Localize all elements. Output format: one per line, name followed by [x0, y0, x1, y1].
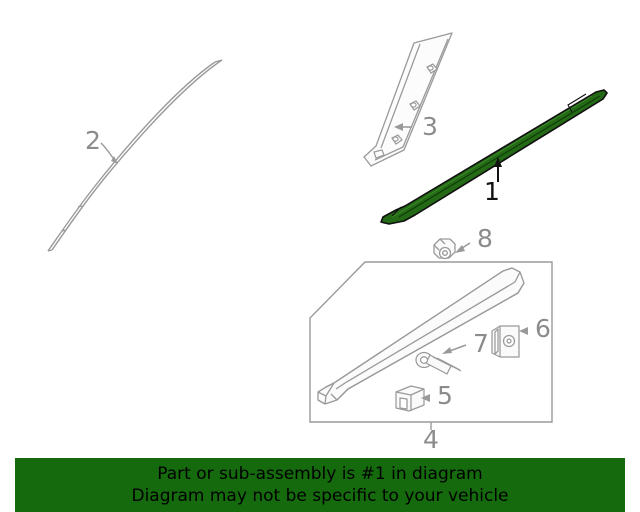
notice-line-secondary: Diagram may not be specific to your vehi… [131, 486, 509, 506]
notice-line-primary: Part or sub-assembly is #1 in diagram [157, 464, 483, 484]
diagram-notice-banner: Part or sub-assembly is #1 in diagram Di… [15, 458, 625, 512]
part-7-screw [415, 351, 462, 375]
part-7-arrowhead [442, 347, 452, 354]
part-3-pillar-trim-strip [363, 32, 453, 167]
part-2-roof-drip-molding [47, 59, 223, 252]
part-5-arrowhead [421, 394, 430, 402]
part-1-arrowhead [494, 157, 502, 167]
part-4-assembly-box [309, 261, 553, 423]
part-4-rocker-panel-molding [317, 267, 525, 405]
callout-label-2: 2 [85, 126, 101, 155]
callout-label-5: 5 [437, 381, 453, 410]
part-6-arrowhead [519, 327, 528, 335]
callout-label-8: 8 [477, 224, 493, 253]
callout-label-4: 4 [423, 425, 439, 454]
part-2-arrowhead [111, 156, 118, 164]
part-3-clip-holes [373, 63, 438, 159]
callout-label-1: 1 [484, 177, 500, 206]
part-1-highlighted-belt-molding [380, 89, 608, 225]
part-5-retainer-clip [395, 385, 425, 412]
part-6-clip [491, 325, 520, 358]
part-3-arrowhead [394, 123, 403, 131]
part-8-arrowhead [455, 245, 465, 253]
part-8-grommet [433, 238, 456, 260]
callout-label-7: 7 [473, 329, 489, 358]
callout-label-3: 3 [422, 112, 438, 141]
callout-label-6: 6 [535, 314, 551, 343]
